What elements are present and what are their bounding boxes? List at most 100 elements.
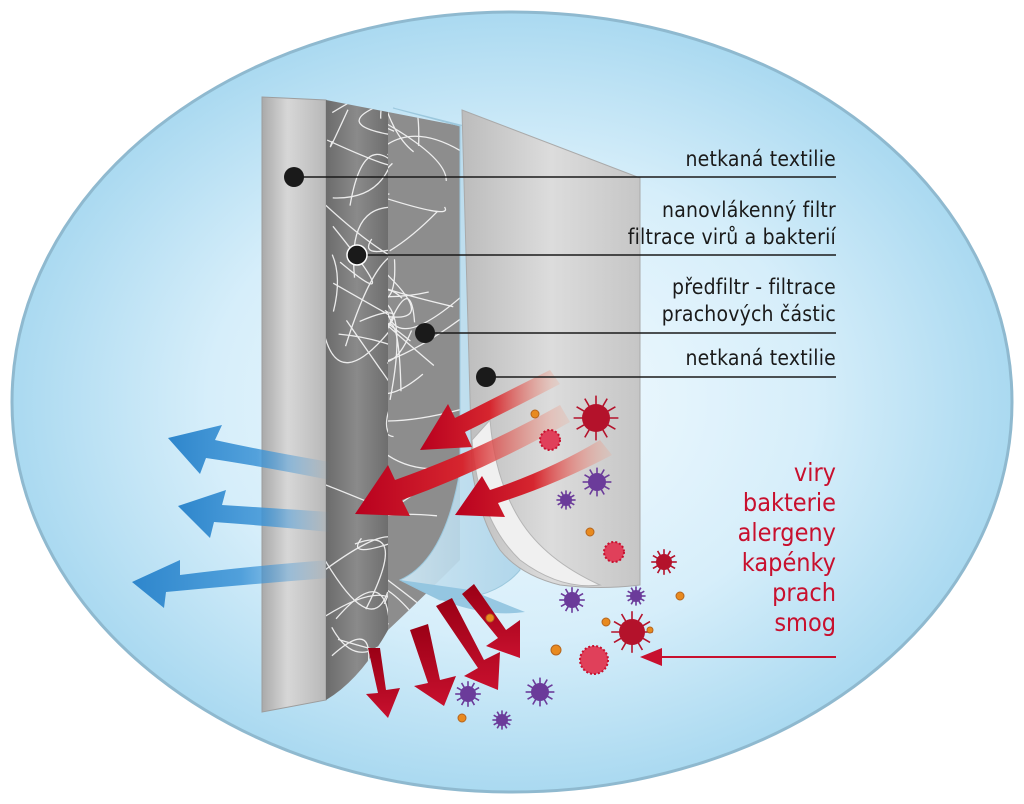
fiber-strand — [388, 253, 396, 301]
fiber-strand — [388, 193, 447, 213]
fiber-strand — [394, 112, 420, 146]
clean-air-arrow — [168, 425, 330, 480]
allergen-particle — [559, 587, 585, 613]
fiber-strand — [388, 513, 438, 553]
fiber-strand — [332, 282, 388, 330]
fiber-strand — [367, 237, 388, 253]
fiber-strand — [388, 290, 429, 298]
fiber-strand — [388, 265, 454, 308]
fiber-strand — [388, 395, 394, 438]
outer-nonwoven-layer — [261, 96, 327, 713]
layer-marker-dot — [284, 167, 304, 187]
allergen-particle — [556, 490, 576, 510]
virus-particle — [611, 611, 653, 653]
polluted-air-arrow — [355, 405, 570, 516]
fiber-strand — [388, 585, 420, 630]
fiber-strand — [326, 306, 388, 364]
fiber-strand — [331, 254, 339, 312]
dust-particle — [530, 409, 540, 419]
contaminant-pointer — [640, 648, 836, 666]
fiber-strand — [337, 638, 388, 658]
layer-marker-dot — [415, 323, 435, 343]
fiber-strand — [326, 553, 388, 610]
fiber-strand — [388, 256, 413, 318]
bacteria-particle — [579, 645, 609, 675]
fiber-strand — [329, 109, 349, 148]
fiber-strand — [358, 104, 388, 141]
fiber-strand — [388, 112, 447, 181]
contaminant-item: alergeny — [737, 518, 836, 547]
bacteria-particle — [539, 429, 561, 451]
fiber-strand — [356, 524, 388, 551]
dust-particle — [550, 644, 562, 656]
label-outer-nonwoven: netkaná textilie — [685, 147, 836, 171]
fiber-strand — [388, 288, 403, 343]
blocked-arrow — [410, 624, 456, 706]
contaminant-item: viry — [793, 458, 836, 487]
fiber-strand — [332, 157, 388, 199]
polluted-air-arrows — [355, 370, 612, 517]
fiber-strand — [388, 294, 460, 330]
fiber-strand — [359, 311, 388, 364]
clean-air-arrows — [132, 425, 330, 608]
fiber-strand — [388, 272, 413, 363]
dust-particle — [675, 591, 685, 601]
allergen-particle — [582, 467, 612, 497]
bacteria-particle — [603, 541, 625, 563]
label-inner-nonwoven: netkaná textilie — [685, 346, 836, 370]
polluted-air-arrow — [455, 440, 612, 517]
fiber-strand — [331, 612, 388, 653]
leader-lines — [284, 167, 836, 387]
layer-marker-dot — [476, 367, 496, 387]
fiber-strand — [326, 482, 388, 525]
label-line: nanovlákenný filtr — [662, 198, 836, 222]
allergen-particle — [626, 586, 646, 606]
fiber-strand — [326, 594, 388, 649]
contaminant-item: smog — [774, 608, 836, 637]
fiber-strand — [388, 390, 460, 422]
dust-particle — [601, 617, 611, 627]
fiber-strand — [344, 252, 388, 347]
allergen-particle — [525, 677, 555, 707]
blocked-arrow — [436, 598, 500, 690]
dust-particle — [485, 613, 495, 623]
label-prefilter: předfiltr - filtrace prachových částic — [662, 274, 836, 328]
polluted-air-arrow — [420, 370, 560, 450]
fiber-strand — [388, 336, 424, 395]
fiber-strand — [345, 319, 388, 427]
fiber-strand — [388, 298, 416, 395]
fiber-strand — [388, 112, 415, 153]
fiber-strand — [388, 298, 398, 401]
contaminant-item: prach — [772, 578, 836, 607]
virus-particle — [651, 549, 677, 575]
virus-particle — [573, 395, 619, 441]
clean-air-arrow — [178, 490, 330, 538]
dust-particle — [646, 626, 654, 634]
label-line: předfiltr - filtrace — [672, 275, 836, 299]
label-nanofiber-filter: nanovlákenný filtr filtrace virů a bakte… — [628, 197, 836, 251]
fiber-strand — [326, 139, 388, 167]
fiber-strand — [338, 333, 388, 374]
fiber-strand — [326, 202, 388, 271]
blocked-arrow — [366, 648, 400, 718]
fiber-strand — [335, 591, 388, 620]
fiber-strand — [389, 211, 438, 252]
label-line: prachových částic — [661, 302, 836, 326]
label-line: filtrace virů a bakterií — [627, 225, 836, 249]
particles — [455, 395, 685, 730]
fiber-strand — [332, 225, 374, 285]
clean-air-arrow — [132, 560, 330, 608]
dust-particle — [585, 527, 595, 537]
fiber-strand — [388, 312, 395, 393]
nanofiber-layer — [326, 100, 388, 700]
dust-particle — [457, 713, 467, 723]
fiber-strand — [385, 409, 388, 445]
contaminant-list: viry bakterie alergeny kapénky prach smo… — [738, 458, 836, 638]
allergen-particle — [492, 710, 512, 730]
contaminant-item: bakterie — [742, 488, 836, 517]
layer-marker-dot — [346, 244, 368, 266]
contaminant-item: kapénky — [741, 548, 836, 577]
fiber-strand — [388, 460, 428, 518]
allergen-particle — [455, 681, 481, 707]
